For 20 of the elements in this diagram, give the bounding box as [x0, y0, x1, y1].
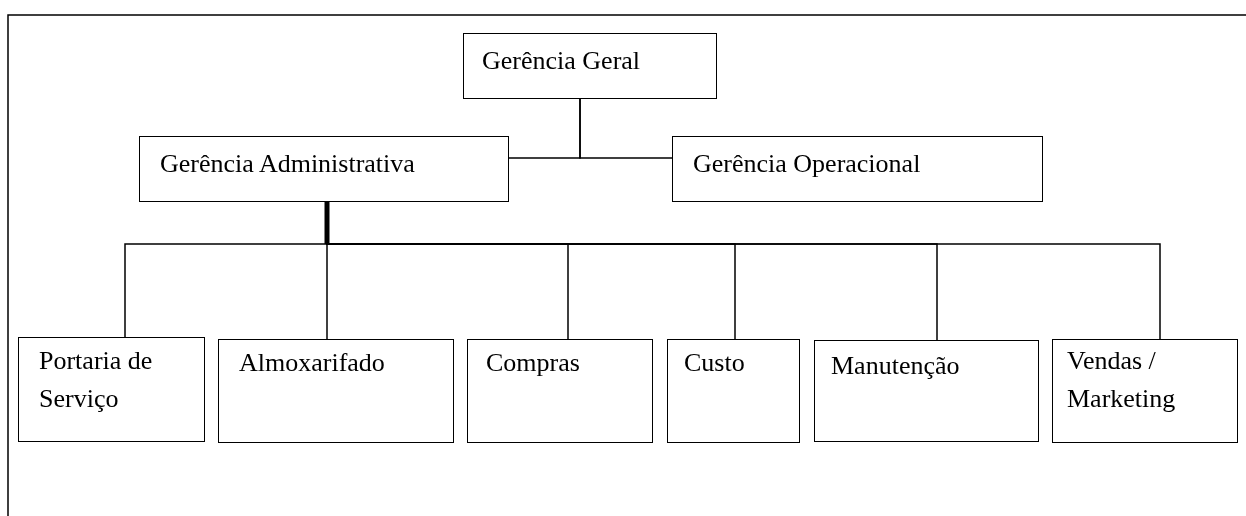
org-unit-box: [139, 136, 509, 202]
unit-name: Almoxarifado: [239, 347, 386, 379]
unit-name: Gerência Administrativa: [160, 148, 416, 180]
unit-name: Vendas / Marketing: [1067, 345, 1177, 415]
org-unit-box: [672, 136, 1043, 202]
org-unit-box: [667, 339, 800, 443]
unit-name: Manutenção: [831, 350, 961, 382]
unit-name: Portaria de Serviço: [39, 345, 154, 415]
org-unit-box: [18, 337, 205, 442]
org-unit-box: [218, 339, 454, 443]
trunk-line: [324, 202, 330, 244]
unit-name: Custo: [684, 347, 746, 379]
unit-name: Gerência Operacional: [693, 148, 922, 180]
connector-line: [579, 98, 673, 159]
unit-name: Compras: [486, 347, 581, 379]
org-unit-box: [1052, 339, 1238, 443]
unit-name: Gerência Geral: [482, 45, 642, 77]
org-unit-box: [814, 340, 1039, 442]
org-unit-box: [463, 33, 717, 99]
org-unit-box: [467, 339, 653, 443]
